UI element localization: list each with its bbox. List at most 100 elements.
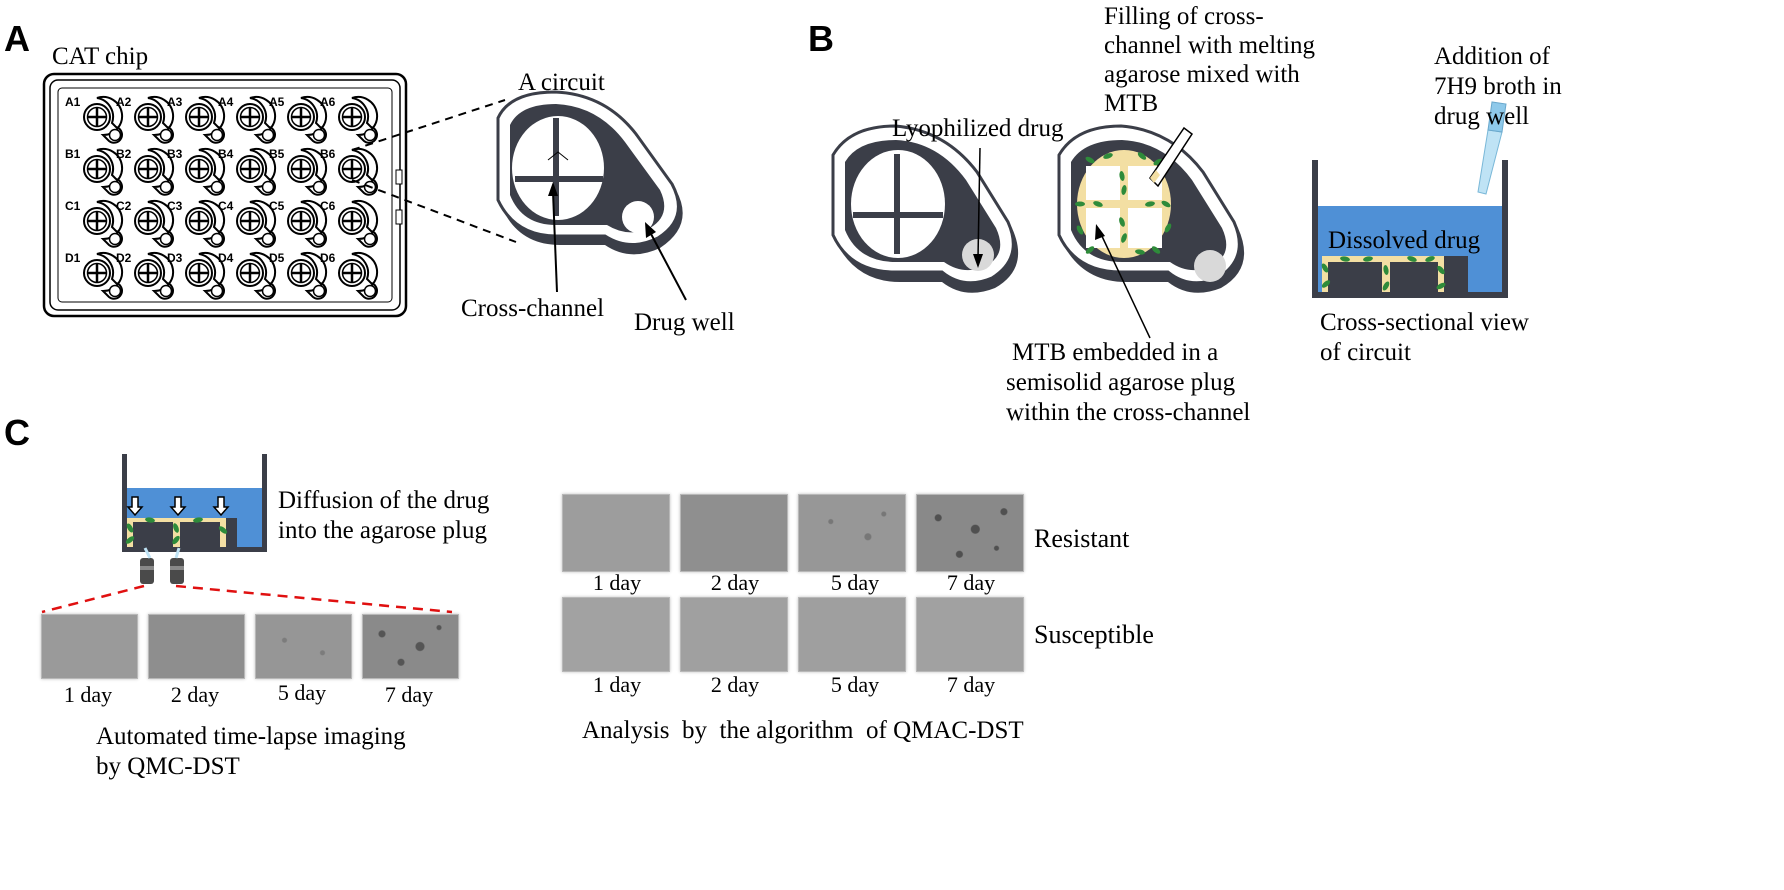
chip-well-label: C3: [167, 199, 183, 213]
mtb-bacterium: [1153, 158, 1163, 166]
addition-line-3: drug well: [1434, 103, 1530, 130]
mtb-bacterium: [1076, 225, 1084, 235]
cross-channel-label: Cross-channel: [461, 295, 605, 322]
drug-well-label: Drug well: [634, 309, 735, 336]
chip-well-label: D2: [116, 251, 132, 265]
susceptible-thumb-1: [562, 597, 670, 672]
mtb-bacterium: [1145, 201, 1155, 207]
mtb-bacterium: [1407, 256, 1417, 262]
resistant-thumb-3: [798, 494, 906, 572]
chip-well-label: B3: [167, 147, 183, 161]
mtb-bacterium: [125, 536, 135, 544]
imaging-thumb-4: [362, 614, 459, 679]
mtb-bacterium: [1437, 265, 1445, 275]
chip-well-label: D6: [320, 251, 336, 265]
imaging-thumb-1: [41, 614, 138, 679]
cross-section-line-2: of circuit: [1320, 339, 1411, 366]
analysis-label: Analysis by the algorithm of QMAC-DST: [582, 717, 1024, 744]
mtb-bacterium: [1085, 246, 1095, 254]
imaging-zoom-left: [41, 584, 145, 614]
chip-well-label: A1: [65, 95, 81, 109]
mtb-bacterium: [1121, 185, 1127, 195]
susceptible-day-4: 7 day: [946, 672, 996, 697]
imaging-line-2: by QMC-DST: [96, 753, 240, 780]
mtb-bacterium: [1085, 156, 1095, 164]
chip-well-label: B1: [65, 147, 81, 161]
mtb-bacterium: [1119, 171, 1125, 181]
imaging-day-1: 1 day: [63, 682, 113, 707]
chip-well-label: C6: [320, 199, 336, 213]
susceptible-label: Susceptible: [1034, 620, 1154, 649]
susceptible-day-2: 2 day: [710, 672, 760, 697]
embedded-line-3: within the cross-channel: [1006, 399, 1251, 426]
zoom-line-lower: [351, 179, 517, 243]
mtb-bacterium: [1135, 249, 1145, 255]
susceptible-day-3: 5 day: [830, 672, 880, 697]
addition-line-2: 7H9 broth in: [1434, 73, 1562, 100]
mtb-bacterium: [1383, 265, 1389, 275]
chip-well-label: D5: [269, 251, 285, 265]
susceptible-thumb-2: [680, 597, 788, 672]
imaging-day-3: 5 day: [277, 680, 327, 705]
circuit-3d-b1: [831, 124, 1019, 293]
lyophilized-arrow: [977, 147, 981, 259]
circuit-label: A circuit: [518, 69, 605, 96]
resistant-thumb-4: [916, 494, 1024, 572]
chip-well-label: B5: [269, 147, 285, 161]
mtb-bacterium: [1103, 153, 1113, 159]
mtb-bacterium: [1137, 152, 1147, 160]
chip-well-label: D1: [65, 251, 81, 265]
chip-well-label: A5: [269, 95, 285, 109]
mtb-bacterium: [1093, 201, 1103, 207]
drug-well-arrow: [649, 231, 687, 301]
imaging-line-1: Automated time-lapse imaging: [96, 723, 406, 750]
mtb-bacterium: [1321, 280, 1331, 288]
filling-line-3: agarose mixed with: [1104, 61, 1300, 88]
panel-label-a: A: [4, 18, 30, 59]
chip-inner: [49, 79, 401, 311]
mtb-bacterium: [1363, 256, 1373, 262]
mtb-bacterium: [1164, 223, 1172, 233]
resistant-day-1: 1 day: [592, 570, 642, 595]
resistant-day-3: 5 day: [830, 570, 880, 595]
mtb-bacterium: [1161, 200, 1171, 208]
mtb-bacterium: [1121, 233, 1127, 243]
resistant-day-4: 7 day: [946, 570, 996, 595]
lyophilized-label: Lyophilized drug: [892, 115, 1064, 142]
mtb-bacterium: [1425, 256, 1435, 262]
susceptible-thumb-4: [916, 597, 1024, 672]
chip-well-label: C2: [116, 199, 132, 213]
chip-well-label: D3: [167, 251, 183, 265]
addition-line-1: Addition of: [1434, 43, 1550, 70]
resistant-label: Resistant: [1034, 524, 1130, 553]
diffusion-line-1: Diffusion of the drug: [278, 487, 490, 514]
filling-line-4: MTB: [1104, 90, 1159, 117]
cross-section-line-1: Cross-sectional view: [1320, 309, 1529, 336]
imaging-day-2: 2 day: [170, 682, 220, 707]
mtb-bacterium: [1321, 263, 1329, 273]
embedded-line-1: MTB embedded in a: [1012, 339, 1219, 366]
chip-well-label: A2: [116, 95, 132, 109]
panel-label-b: B: [808, 18, 834, 59]
mtb-bacterium: [1340, 256, 1350, 262]
chip-well-label: B2: [116, 147, 132, 161]
mtb-bacterium: [145, 517, 155, 523]
circuit-3d-a: [496, 90, 683, 255]
mtb-bacterium: [193, 517, 203, 523]
mtb-bacterium: [1436, 282, 1446, 290]
chip-well-label: A6: [320, 95, 336, 109]
chip-well-label: D4: [218, 251, 234, 265]
chip-well-label: C5: [269, 199, 285, 213]
mtb-bacterium: [1075, 201, 1085, 207]
cross-channel-arrow: [552, 191, 558, 293]
chip-well-label: A3: [167, 95, 183, 109]
imaging-day-4: 7 day: [384, 682, 434, 707]
mtb-bacterium: [1119, 217, 1125, 227]
diffusion-line-2: into the agarose plug: [278, 517, 487, 544]
chip-well-label: C4: [218, 199, 234, 213]
embedded-line-2: semisolid agarose plug: [1006, 369, 1236, 396]
panel-label-c: C: [4, 412, 30, 453]
chip-well-label: B6: [320, 147, 336, 161]
